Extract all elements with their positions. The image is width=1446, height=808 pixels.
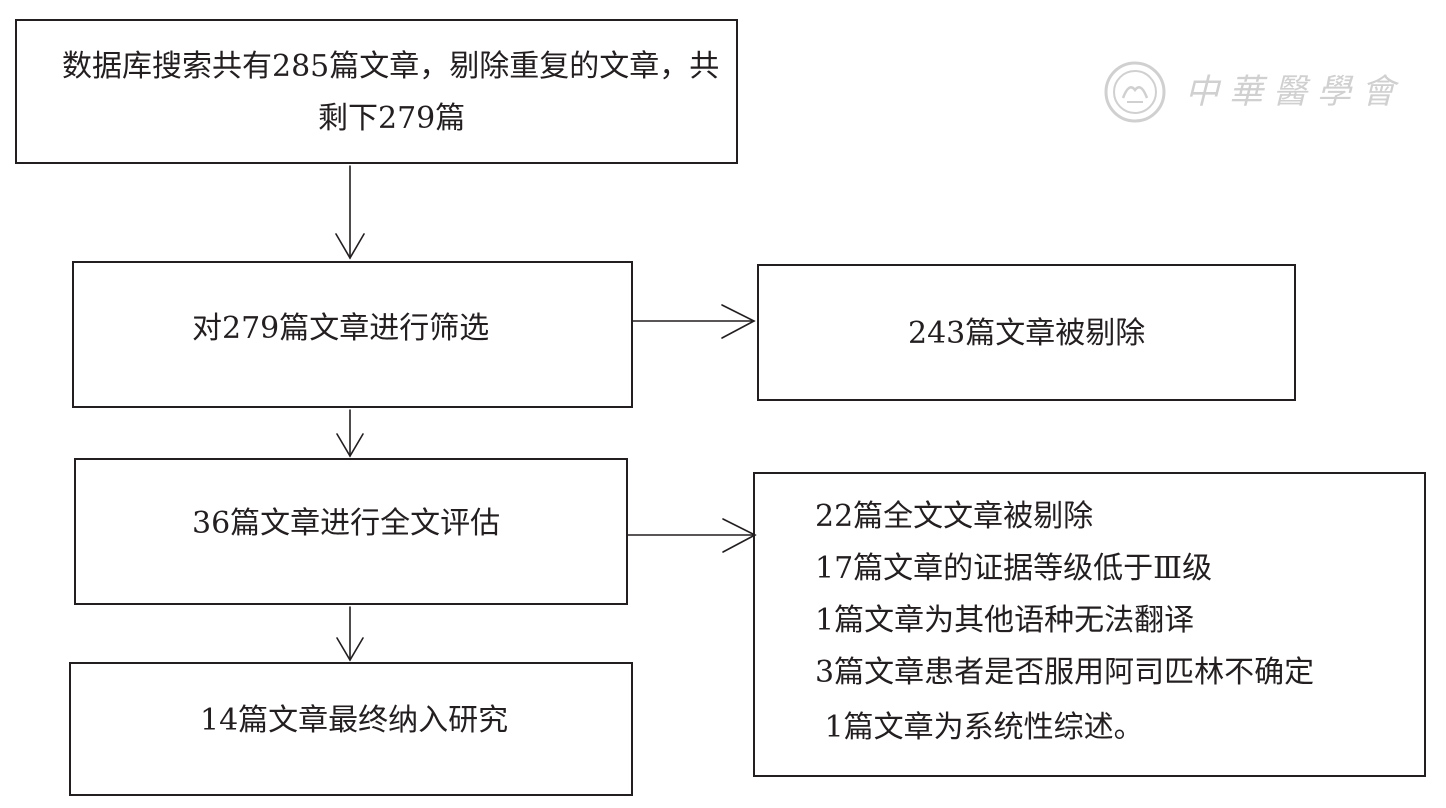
- arrow-fulltext-to-exclusions: [627, 518, 757, 553]
- fulltext-excluded-line-1: 22篇全文文章被剔除: [815, 499, 1094, 534]
- included-text: 14篇文章最终纳入研究: [200, 703, 509, 738]
- arrow-screening-to-fulltext: [336, 409, 364, 458]
- screening-box: [72, 261, 633, 408]
- fulltext-excluded-line-5: 1篇文章为系统性综述。: [815, 710, 1144, 745]
- fulltext-excluded-line-2: 17篇文章的证据等级低于Ⅲ级: [815, 551, 1213, 586]
- arrow-search-to-screening: [335, 165, 365, 260]
- fulltext-excluded-line-3: 1篇文章为其他语种无法翻译: [815, 603, 1195, 638]
- search-box: [15, 19, 738, 164]
- society-seal-icon: [1104, 61, 1166, 123]
- fulltext-assessment-text: 36篇文章进行全文评估: [192, 506, 501, 541]
- fulltext-assessment-box: [74, 458, 628, 605]
- arrow-fulltext-to-included: [336, 606, 364, 662]
- arrow-screening-to-excluded: [632, 304, 756, 339]
- search-text-line-1: 数据库搜索共有285篇文章，剔除重复的文章，共: [62, 49, 720, 84]
- screening-text: 对279篇文章进行筛选: [192, 311, 490, 346]
- included-box: [69, 662, 633, 796]
- excluded-text: 243篇文章被剔除: [908, 316, 1146, 351]
- fulltext-excluded-box: [753, 472, 1426, 777]
- fulltext-excluded-line-4: 3篇文章患者是否服用阿司匹林不确定: [815, 655, 1315, 690]
- society-watermark: 中華醫學會: [1185, 72, 1405, 112]
- excluded-box: [757, 264, 1296, 401]
- search-text-line-2: 剩下279篇: [318, 101, 466, 136]
